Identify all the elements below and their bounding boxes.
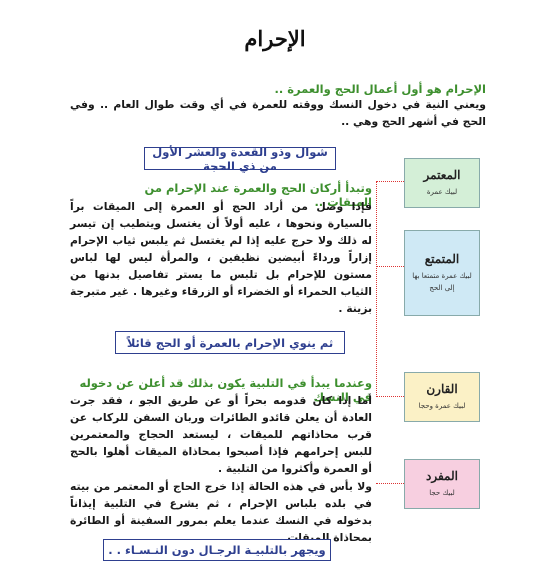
intro-heading: الإحرام هو أول أعمال الحج والعمرة ..	[274, 82, 486, 96]
connector-1	[376, 181, 404, 182]
side-box-sub: لبيك عمرة	[426, 188, 458, 196]
side-box-sub: لبيك عمرة متمتعا بها إلى الحج	[412, 272, 472, 292]
talbiya-text-2: ولا بأس في هذه الحالة إذا خرج الحاج أو ا…	[70, 480, 372, 544]
intention-box: ثم ينوي الإحرام بالعمرة أو الحج قائلاً	[115, 331, 345, 354]
talbiya-text-1: أما إذا كان قدومه بحراً أو عن طريق الجو …	[70, 394, 372, 475]
intro-text: ويعني النية في دخول النسك ووقته للعمرة ف…	[70, 98, 486, 128]
connector-vertical	[376, 181, 377, 397]
side-box-qarin: القارن لبيك عمرة وحجا	[404, 372, 480, 422]
side-box-mutamir: المعتمر لبيك عمرة	[404, 158, 480, 208]
pillars-text: فإذا وصل من أراد الحج أو العمرة إلى المي…	[70, 200, 372, 315]
side-box-name: المتمتع	[424, 252, 460, 266]
connector-3	[376, 396, 404, 397]
connector-2	[376, 266, 404, 267]
side-box-mutamatti: المتمتع لبيك عمرة متمتعا بها إلى الحج	[404, 230, 480, 316]
pillars-heading: وتبدأ أركان الحج والعمرة عند الإحرام من …	[144, 181, 372, 209]
side-box-sub: لبيك عمرة وحجا	[418, 402, 466, 410]
connector-4	[376, 483, 404, 484]
side-box-name: المفرد	[426, 469, 458, 483]
side-box-sub: لبيك حجا	[429, 489, 455, 497]
months-box: شوال وذو القعدة والعشر الأول من ذي الحجة	[144, 145, 336, 173]
side-box-name: المعتمر	[423, 168, 461, 182]
side-box-mufrid: المفرد لبيك حجا	[404, 459, 480, 509]
men-box: ويجهر بالتلبيـة الرجـال دون النـسـاء . .	[103, 539, 331, 561]
side-box-name: القارن	[426, 382, 458, 396]
page-title: الإحرام	[244, 26, 306, 51]
talbiya-heading: وعندما يبدأ في التلبية يكون بذلك قد أعلن…	[79, 376, 372, 404]
